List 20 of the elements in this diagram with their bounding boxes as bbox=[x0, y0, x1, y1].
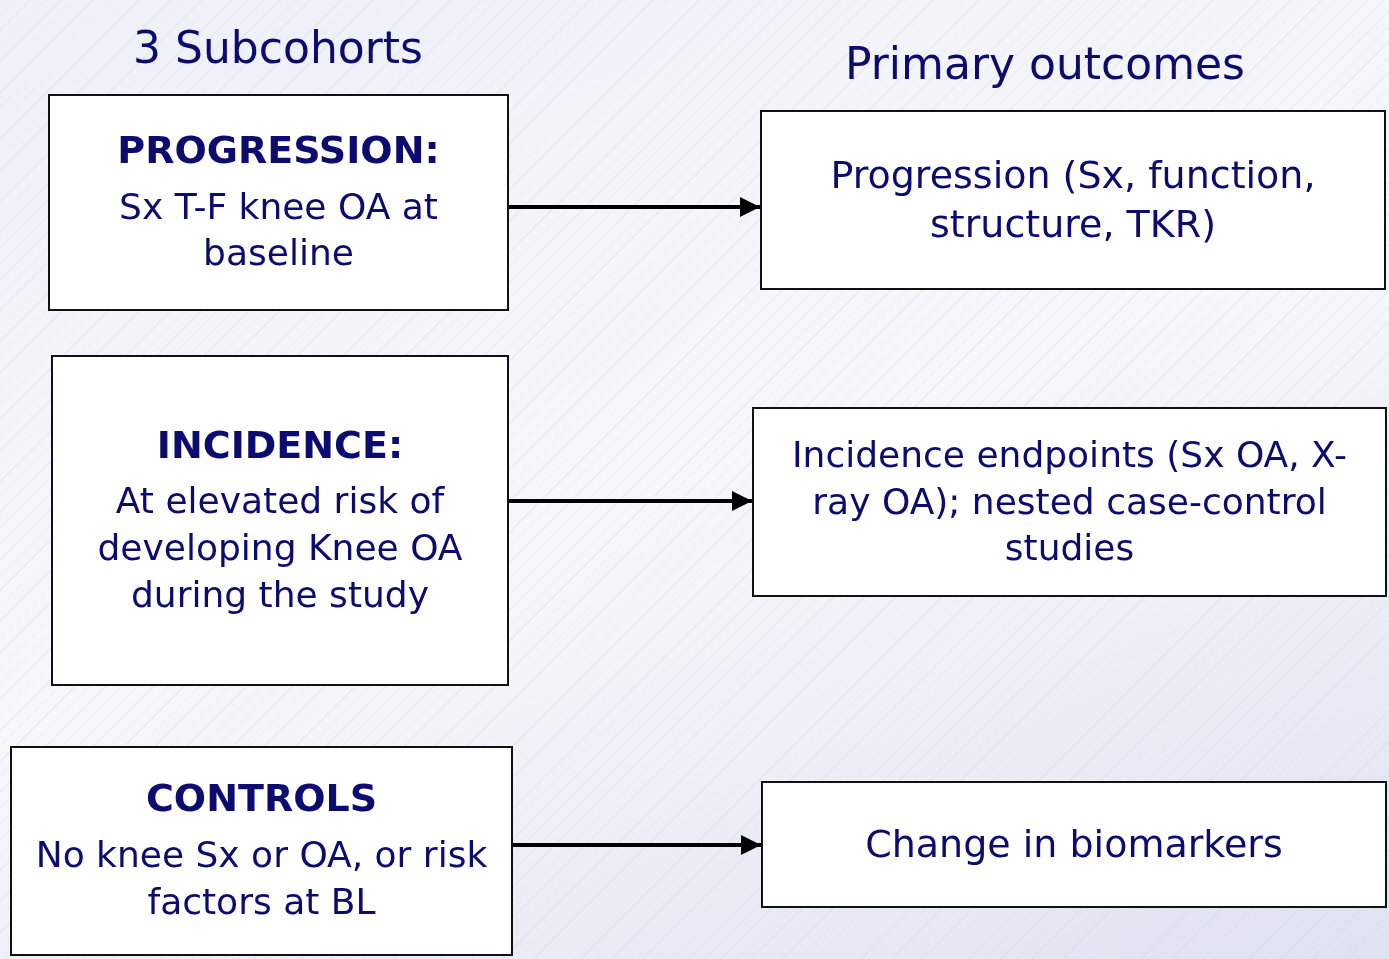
arrow bbox=[509, 197, 760, 217]
box-heading: INCIDENCE: bbox=[156, 422, 404, 469]
box-heading: CONTROLS bbox=[145, 776, 378, 822]
box-text: Incidence endpoints (Sx OA, X-ray OA); nested case-control studies bbox=[791, 432, 1348, 571]
text-box bbox=[752, 407, 1387, 597]
arrow bbox=[513, 835, 761, 855]
box-text: No knee Sx or OA, or risk factors at BL bbox=[34, 833, 489, 924]
box-text: At elevated risk of developing Knee OA during the study bbox=[96, 479, 464, 617]
text-box bbox=[760, 110, 1386, 290]
box-heading: PROGRESSION: bbox=[117, 127, 440, 174]
column-heading: Primary outcomes bbox=[845, 38, 1245, 89]
arrow bbox=[509, 491, 752, 511]
box-text: Progression (Sx, function, structure, TKR) bbox=[829, 151, 1317, 248]
text-box bbox=[10, 746, 513, 956]
box-text: Sx T-F knee OA at baseline bbox=[118, 184, 439, 276]
column-heading: 3 Subcohorts bbox=[133, 22, 423, 73]
box-text: Change in biomarkers bbox=[865, 820, 1283, 868]
text-box bbox=[48, 94, 509, 311]
text-box bbox=[51, 355, 509, 686]
text-box bbox=[761, 781, 1387, 908]
